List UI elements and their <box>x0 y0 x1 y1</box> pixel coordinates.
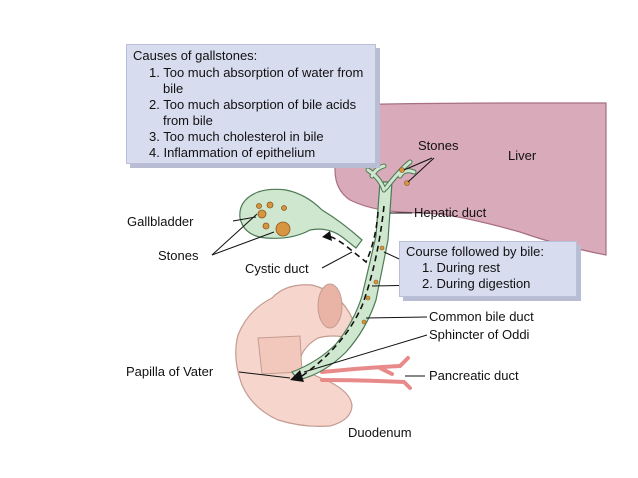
duct-stones <box>361 167 410 325</box>
cause-item: 1. Too much absorption of water from bil… <box>149 65 364 96</box>
duodenum-opening <box>317 283 343 329</box>
course-box: Course followed by bile: 1. During rest … <box>399 241 577 297</box>
course-item: 1. During rest <box>422 260 501 275</box>
pancreatic-duct-label: Pancreatic duct <box>429 368 519 383</box>
liver-shape <box>334 102 607 256</box>
sphincter-label: Sphincter of Oddi <box>429 327 530 342</box>
papilla-label: Papilla of Vater <box>126 364 214 379</box>
hepatic-duct-label: Hepatic duct <box>414 205 487 220</box>
flow-during-rest <box>327 211 379 264</box>
cause-item: 3. Too much cholesterol in bile <box>149 129 324 144</box>
duodenum-inner <box>257 335 303 375</box>
gallbladder-stones <box>256 201 291 237</box>
duodenum-label: Duodenum <box>348 425 412 440</box>
course-item: 2. During digestion <box>422 276 531 291</box>
causes-title: Causes of gallstones: <box>133 48 258 63</box>
course-title: Course followed by bile: <box>406 244 545 259</box>
cystic-duct-label: Cystic duct <box>245 261 309 276</box>
common-bile-duct-label: Common bile duct <box>429 309 534 324</box>
liver-label: Liver <box>508 148 537 163</box>
cause-item: 2. Too much absorption of bile acids fro… <box>149 97 357 128</box>
leader-lines <box>211 157 435 379</box>
cause-item: 4. Inflammation of epithelium <box>149 145 316 160</box>
pancreatic-duct-shape <box>320 356 412 390</box>
gallbladder-shape <box>239 188 363 249</box>
flow-during-digestion <box>301 205 385 377</box>
stones-top-label: Stones <box>418 138 459 153</box>
causes-box: Causes of gallstones: 1. Too much absorp… <box>126 44 376 164</box>
gallbladder-label: Gallbladder <box>127 214 194 229</box>
stones-left-label: Stones <box>158 248 199 263</box>
